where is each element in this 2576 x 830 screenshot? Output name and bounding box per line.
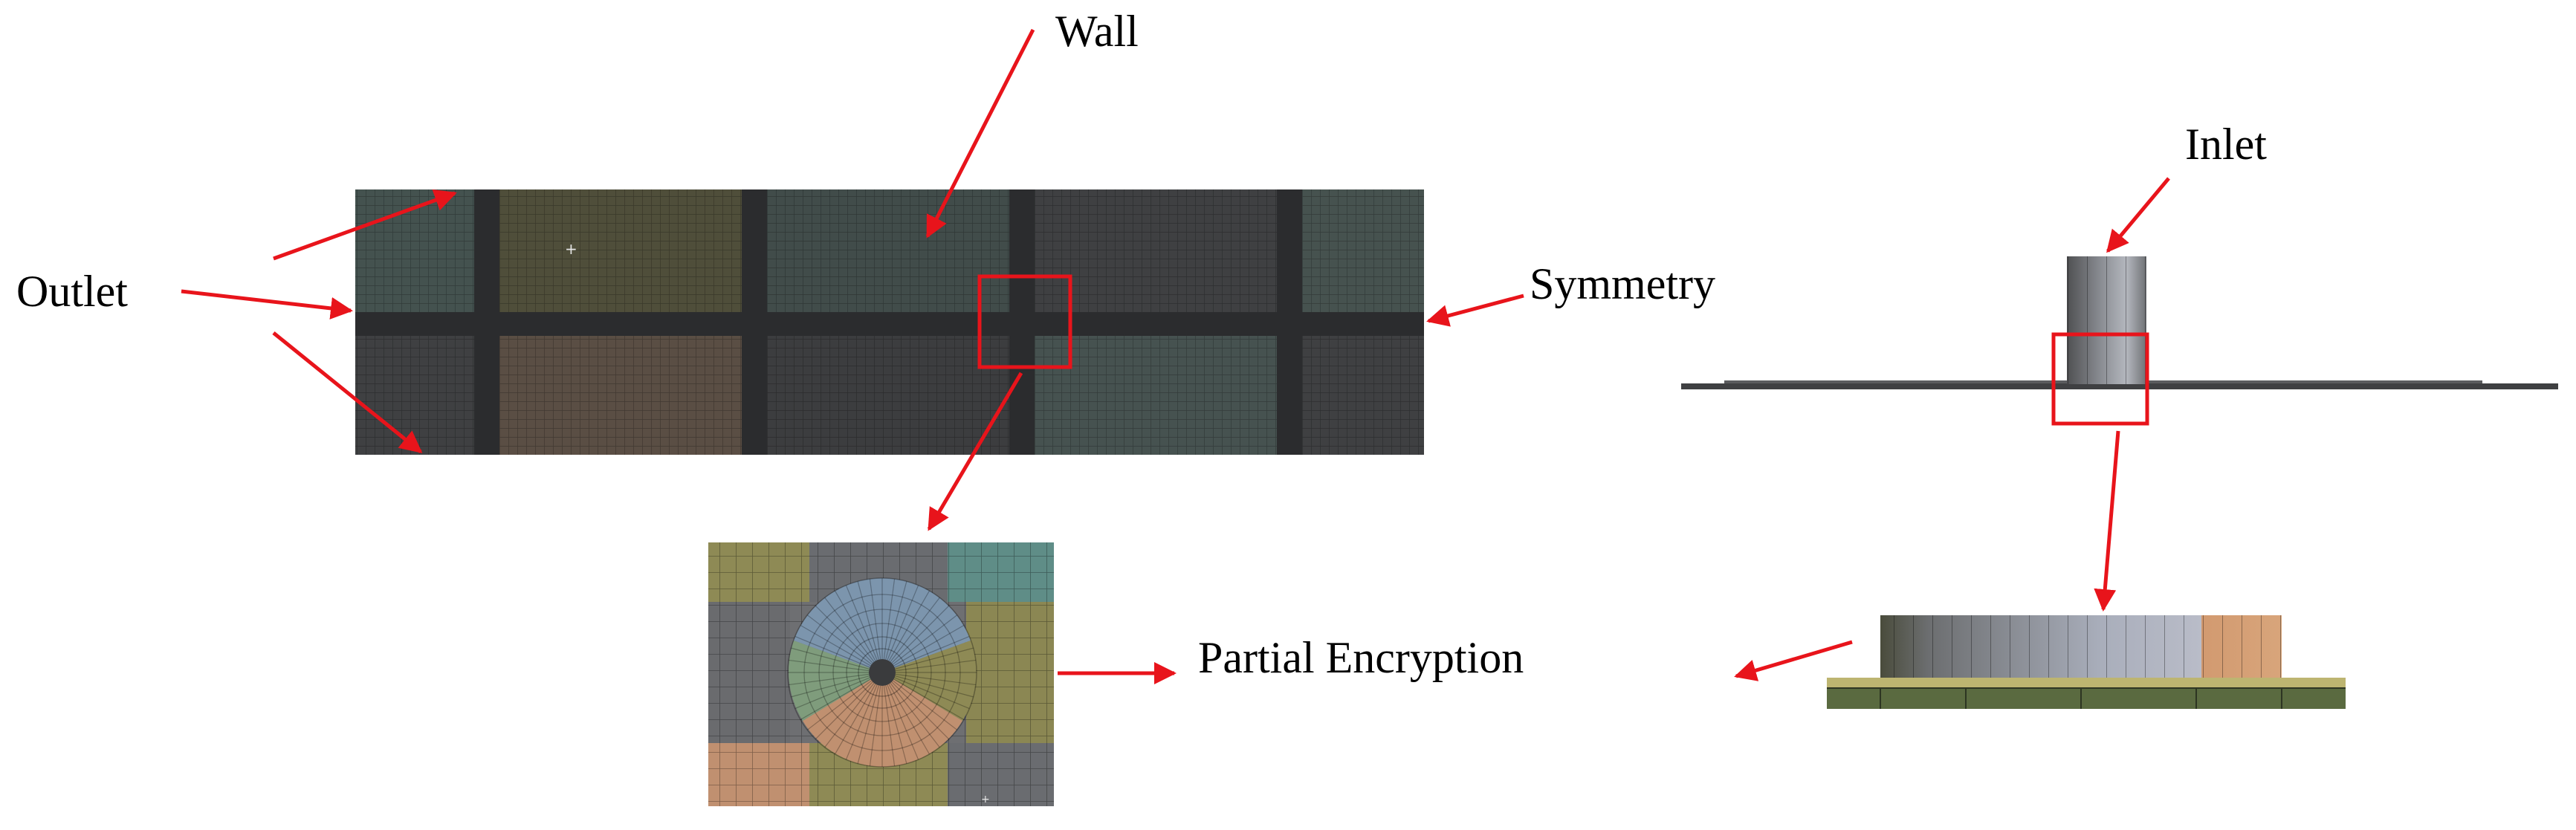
mesh-band [355,312,1424,336]
label-wall: Wall [1055,7,1139,56]
o-grid-spoke [800,624,871,667]
o-grid-spoke [895,647,974,669]
o-grid-spoke [893,678,965,721]
o-grid-spoke [887,684,919,760]
zoom-highlight-box [2051,332,2149,426]
o-grid-spoke [815,605,873,664]
zoom-highlight-box [977,274,1072,369]
o-grid-spoke [806,680,873,730]
o-grid-spoke [890,597,940,663]
o-grid-spoke [891,681,950,740]
arrow-partial-encryption-side [1734,640,1853,681]
label-inlet: Inlet [2185,120,2267,169]
arrow-outlet-bottom [272,331,423,453]
o-grid-circle [787,577,977,768]
mesh-band [742,189,767,455]
zoomed-encryption-mesh: + [708,542,1054,806]
o-grid-spoke [857,685,879,764]
o-grid-spoke [893,624,965,667]
side-view [1681,256,2558,426]
mesh-band [1009,189,1035,455]
label-outlet: Outlet [16,267,128,316]
o-grid-spoke [834,684,876,755]
o-grid-spoke [887,585,919,661]
arrow-zoom-top-view [927,372,1023,531]
o-grid-spoke [789,659,870,672]
arrow-wall [925,28,1035,239]
o-grid-spoke [888,684,931,755]
o-grid-spoke [800,678,871,721]
zoomed-side-view [1827,615,2346,709]
o-grid-spoke [857,581,879,660]
o-grid-spoke [883,685,896,766]
o-grid-spoke [892,680,958,730]
o-grid-spoke [795,635,870,668]
arrow-outlet-top [273,189,457,261]
o-grid-spoke [869,579,881,660]
o-grid-spoke [890,682,940,748]
o-grid-spoke [892,615,958,665]
o-grid-spoke [895,675,974,698]
ground-plate [1681,383,2558,389]
arrow-zoom-side-view [2094,430,2120,612]
o-grid-spoke [894,677,970,710]
o-grid-spoke [795,677,870,710]
label-partial-encryption: Partial Encryption [1198,633,1524,682]
o-grid-spoke [791,647,870,669]
o-grid-spoke [891,605,950,664]
o-grid-spoke [806,615,873,665]
probe-marker: + [981,794,990,805]
o-grid-spoke [894,635,970,668]
o-grid-spoke [834,590,876,661]
o-grid-spoke [815,681,873,740]
o-grid-spoke [888,590,931,661]
o-grid-spoke [895,659,976,672]
arrow-symmetry [1426,294,1524,327]
arrow-outlet-mid [181,289,353,320]
o-grid-spoke [791,675,870,698]
o-grid-spoke [895,673,976,686]
annotation-arrows [181,28,2170,684]
label-symmetry: Symmetry [1530,259,1715,308]
o-grid-spoke [885,581,907,660]
o-grid-spoke [824,597,875,663]
probe-marker: + [565,240,577,258]
mesh-band [474,189,499,455]
top-view-mesh: + [355,189,1424,455]
arrow-inlet [2106,177,2170,253]
o-grid-spoke [883,579,896,660]
o-grid-spoke [885,685,907,764]
o-grid-spoke [869,685,881,766]
o-grid-spoke [845,585,878,661]
o-grid-spoke [789,673,870,686]
o-grid-spoke [824,682,875,748]
o-grid-spoke [845,684,878,760]
mesh-band [1277,189,1302,455]
